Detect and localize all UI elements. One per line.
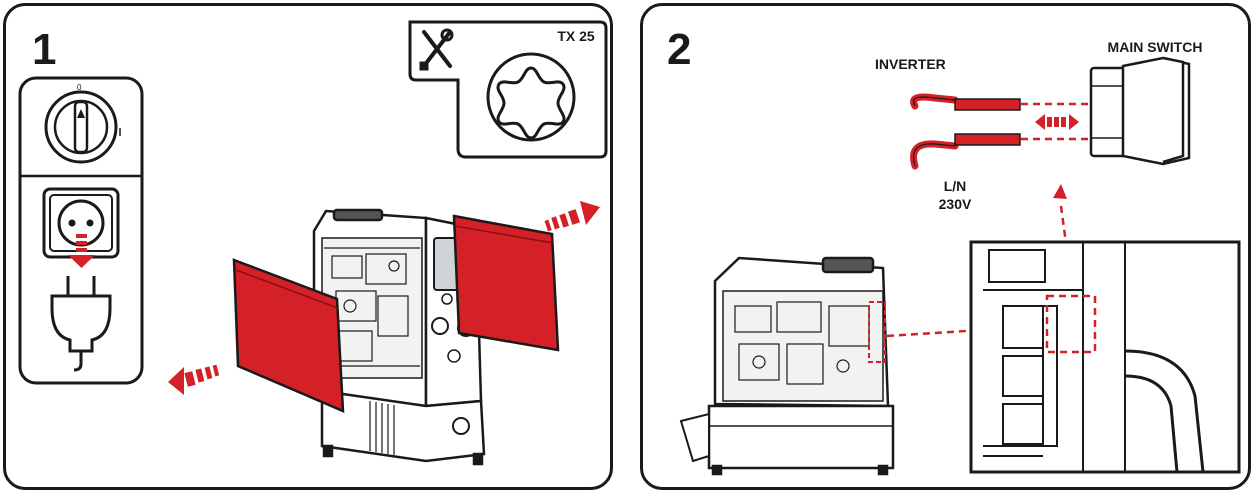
ln-label: L/N	[943, 178, 967, 194]
welding-machine-side	[679, 256, 895, 476]
right-side-panel	[452, 214, 560, 352]
torx-size-label: TX 25	[557, 28, 595, 44]
step-1-panel: 1 0	[3, 3, 613, 490]
step-number: 1	[32, 25, 57, 74]
torx-bit-icon	[486, 52, 576, 142]
step-number: 2	[667, 25, 692, 74]
remove-left-arrow-icon	[168, 364, 220, 395]
unplug-arrow-icon	[68, 234, 95, 268]
step-2-illustration	[679, 56, 1241, 476]
zoom-detail	[969, 240, 1241, 474]
left-side-panel	[232, 258, 345, 413]
rotary-switch-icon: 0	[44, 83, 121, 164]
main-switch-icon	[1089, 56, 1191, 166]
step-1-illustration: 0	[18, 20, 608, 466]
step-2-panel: 2	[640, 3, 1251, 490]
power-off-instructions: 0	[18, 76, 144, 385]
main-switch-label: MAIN SWITCH	[1107, 39, 1203, 55]
double-arrow-icon	[1035, 114, 1079, 130]
tools-icon	[419, 28, 454, 71]
wall-socket-icon	[42, 187, 120, 259]
tool-requirement-box	[408, 20, 608, 159]
connection-leaders	[1021, 102, 1093, 141]
plug-icon	[50, 276, 112, 372]
svg-text:0: 0	[77, 83, 82, 92]
remove-right-arrow-icon	[544, 201, 600, 232]
inverter-label: INVERTER	[875, 56, 946, 72]
welding-machine	[312, 208, 486, 466]
voltage-label: 230V	[938, 196, 972, 212]
inverter-wires	[910, 93, 1021, 170]
